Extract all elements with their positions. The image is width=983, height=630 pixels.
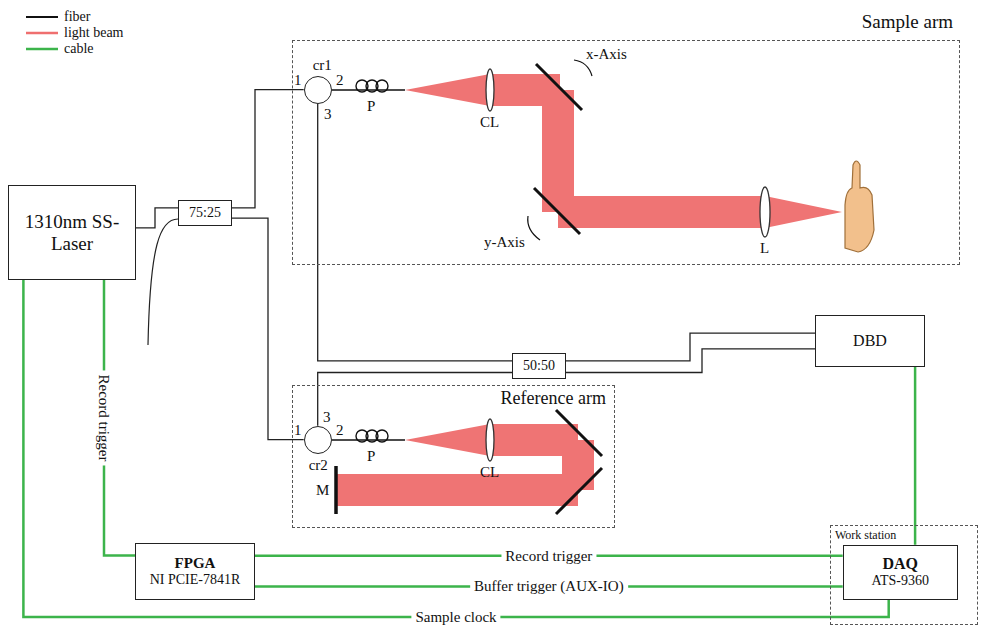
workstation-region: Work stationDAQATS-9360 bbox=[830, 525, 978, 625]
finger-sample bbox=[845, 161, 874, 252]
fiber-connector bbox=[318, 373, 512, 426]
legend-line bbox=[26, 32, 58, 35]
fiber-connector bbox=[566, 333, 815, 361]
signal-label: Buffer trigger (AUX-IO) bbox=[470, 578, 628, 595]
legend-line bbox=[26, 16, 58, 18]
legend-line bbox=[26, 48, 58, 51]
part-label: P bbox=[367, 448, 375, 465]
box-text: 50:50 bbox=[523, 358, 555, 374]
collimator-lens bbox=[486, 419, 494, 461]
region-heading: Reference arm bbox=[501, 388, 606, 409]
box-text: FPGA bbox=[175, 555, 216, 572]
region-heading: Sample arm bbox=[862, 11, 953, 33]
axis-label: y-Axis bbox=[484, 234, 525, 251]
box-text: ATS-9360 bbox=[871, 573, 929, 589]
region-heading: cr2 bbox=[309, 457, 328, 474]
port-number: 3 bbox=[323, 409, 331, 426]
port-number: 2 bbox=[336, 422, 344, 439]
signal-label: Record trigger bbox=[501, 547, 596, 564]
legend-text: light beam bbox=[64, 25, 124, 40]
mirror bbox=[556, 410, 602, 456]
box-text: DBD bbox=[853, 332, 887, 350]
cable-connector bbox=[23, 280, 888, 617]
signal-label: Record trigger bbox=[96, 370, 113, 465]
legend-text: fiber bbox=[64, 9, 90, 24]
part-label: CL bbox=[480, 114, 499, 131]
part-label: L bbox=[760, 240, 769, 257]
box-text: NI PCIE-7841R bbox=[150, 572, 241, 588]
fiber-connector bbox=[566, 349, 815, 373]
rotation-arrow bbox=[528, 216, 540, 240]
objective-lens bbox=[760, 187, 770, 237]
reference-mirror bbox=[334, 466, 338, 514]
legend-text: cable bbox=[64, 41, 94, 56]
galvo-mirror bbox=[534, 188, 580, 234]
port-number: 3 bbox=[324, 106, 332, 123]
circulator: cr1 bbox=[304, 76, 332, 104]
sample-arm-region: Sample armcr1 bbox=[292, 40, 960, 265]
box-text: 1310nm SS-Laser bbox=[22, 211, 122, 255]
region-heading: Work station bbox=[835, 528, 896, 543]
fiber-connector bbox=[318, 104, 512, 361]
part-label: CL bbox=[480, 464, 499, 481]
collimator-lens bbox=[486, 69, 494, 111]
axis-label: x-Axis bbox=[586, 46, 627, 63]
polarization-controller bbox=[356, 80, 388, 92]
signal-label: Sample clock bbox=[411, 609, 500, 626]
circulator: cr2 bbox=[304, 426, 332, 454]
fiber-connector bbox=[136, 208, 178, 228]
reference-arm-region: Reference arm cr2 bbox=[292, 385, 615, 528]
part-label: M bbox=[316, 482, 329, 499]
polarization-controller bbox=[356, 430, 388, 442]
rotation-arrow bbox=[574, 60, 592, 76]
daq-box: DAQATS-9360 bbox=[843, 545, 958, 600]
cable-connector bbox=[914, 367, 915, 545]
coupler-box: 50:50 bbox=[512, 353, 566, 379]
fiber-tail bbox=[148, 219, 178, 345]
box-text: DAQ bbox=[882, 555, 918, 573]
port-number: 1 bbox=[294, 72, 302, 89]
port-number: 1 bbox=[294, 422, 302, 439]
galvo-mirror bbox=[536, 64, 582, 110]
coupler-box: 75:25 bbox=[178, 200, 232, 226]
region-heading: cr1 bbox=[313, 57, 332, 74]
box-text: 75:25 bbox=[189, 205, 221, 221]
port-number: 2 bbox=[336, 72, 344, 89]
detector-box: DBD bbox=[815, 315, 925, 367]
mirror bbox=[556, 468, 602, 514]
fpga-box: FPGANI PCIE-7841R bbox=[135, 543, 255, 600]
light-beam bbox=[336, 424, 594, 506]
laser-box: 1310nm SS-Laser bbox=[8, 185, 136, 280]
part-label: P bbox=[367, 98, 375, 115]
light-beam bbox=[405, 74, 842, 228]
